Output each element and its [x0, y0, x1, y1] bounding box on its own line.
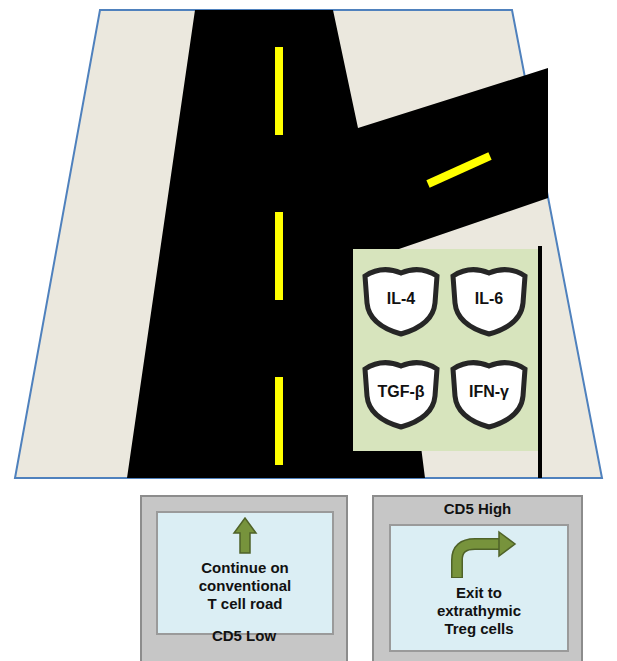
- shield-shape: [365, 270, 437, 334]
- turn-arrow-edge: [457, 544, 501, 578]
- cytokine-label: IL-4: [360, 289, 442, 309]
- cytokine-label: IL-6: [448, 289, 530, 309]
- lane-dash: [275, 47, 283, 135]
- sign-text: Exit to extrathymic Treg cells: [429, 526, 529, 638]
- shield-shape: [453, 363, 525, 427]
- sign-panel: Continue on conventional T cell road: [156, 511, 334, 635]
- lane-dash: [275, 377, 283, 465]
- sign-board: [353, 249, 539, 451]
- straight-arrow: [234, 518, 256, 553]
- sign-panel: Exit to extrathymic Treg cells: [389, 524, 569, 652]
- sign-text: Continue on conventional T cell road: [195, 513, 295, 613]
- shield-shape: [453, 270, 525, 334]
- turn-arrow: [457, 544, 501, 577]
- lane-dash: [428, 156, 490, 184]
- turn-arrow-head: [499, 532, 515, 556]
- cytokine-label: IFN-γ: [448, 382, 530, 402]
- road-sign: Continue on conventional T cell roadCD5 …: [140, 495, 348, 661]
- shield-shape: [365, 363, 437, 427]
- direction-arrow: [158, 513, 332, 559]
- cytokine-shield: IL-4: [360, 263, 442, 337]
- road-surface: [127, 10, 548, 478]
- lane-dash: [275, 212, 283, 300]
- road-ground: [15, 10, 602, 478]
- cytokine-shield: TGF-β: [360, 356, 442, 430]
- cd5-label: CD5 Low: [142, 627, 346, 645]
- road-sign: Exit to extrathymic Treg cells CD5 High: [372, 495, 583, 661]
- cytokine-label: TGF-β: [360, 382, 442, 402]
- cytokine-shield: IL-6: [448, 263, 530, 337]
- sign-pole: [538, 246, 542, 478]
- cd5-label: CD5 High: [374, 500, 581, 518]
- cytokine-shield: IFN-γ: [448, 356, 530, 430]
- direction-arrow: [391, 526, 567, 584]
